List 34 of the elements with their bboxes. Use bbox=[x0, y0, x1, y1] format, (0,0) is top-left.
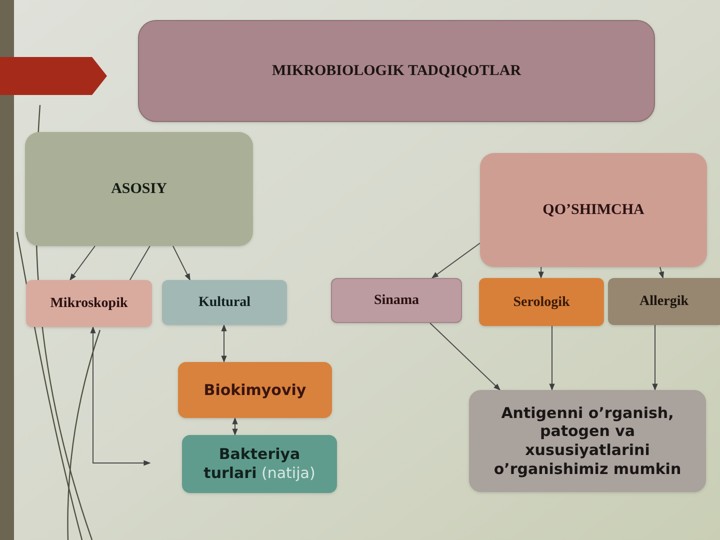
method-box bbox=[608, 278, 720, 325]
arrow bbox=[70, 246, 96, 281]
method-box bbox=[479, 278, 604, 326]
method-box bbox=[162, 280, 287, 325]
box-label: Kultural bbox=[198, 294, 251, 312]
method-box bbox=[26, 280, 152, 327]
arrow bbox=[172, 246, 190, 281]
box-label: Antigenni o’rganish, patogen va xususiyatlarini o’rganishimiz mumkin bbox=[492, 404, 682, 478]
title-box bbox=[138, 20, 655, 122]
connector-line bbox=[129, 246, 150, 280]
arrow bbox=[431, 242, 480, 278]
category-box bbox=[480, 153, 707, 267]
result-box bbox=[182, 435, 337, 493]
arrow bbox=[658, 266, 664, 279]
arrow bbox=[232, 417, 238, 436]
box-label: Sinama bbox=[374, 292, 420, 310]
arrow bbox=[90, 326, 151, 466]
method-box bbox=[178, 362, 332, 418]
box-label: ASOSIY bbox=[111, 180, 167, 199]
box-label: QO’SHIMCHA bbox=[542, 200, 644, 220]
box-label: MIKROBIOLOGIK TADQIQOTLAR bbox=[272, 62, 522, 81]
box-label: Biokimyoviy bbox=[204, 380, 306, 401]
result-box bbox=[469, 390, 706, 492]
arrow bbox=[430, 322, 500, 390]
arrow bbox=[538, 266, 544, 279]
box-label: Mikroskopik bbox=[50, 295, 128, 313]
box-label: Allergik bbox=[640, 293, 688, 311]
arrow bbox=[652, 324, 658, 391]
arrow bbox=[549, 326, 555, 391]
method-box bbox=[331, 278, 462, 323]
arrow bbox=[221, 324, 227, 363]
box-label: Serologik bbox=[513, 294, 570, 312]
category-box bbox=[25, 132, 253, 246]
box-label: Bakteriya turlari (natija) bbox=[202, 445, 316, 483]
